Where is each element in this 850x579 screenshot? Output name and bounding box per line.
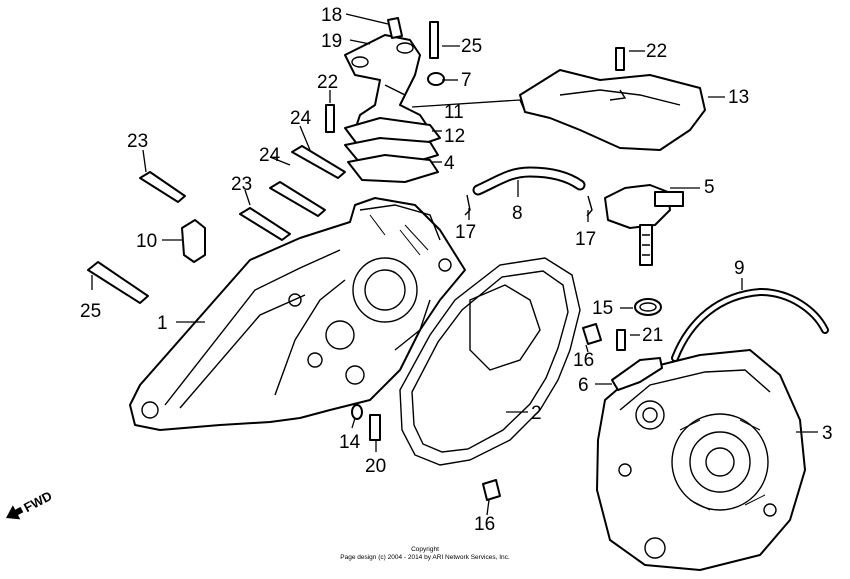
part-label-23: 23 xyxy=(231,174,252,195)
copyright-line2: Page design (c) 2004 - 2014 by ARI Netwo… xyxy=(340,554,510,561)
part-label-3: 3 xyxy=(822,423,833,444)
part-label-17: 17 xyxy=(575,229,596,250)
part-label-1: 1 xyxy=(157,313,168,334)
copyright-notice: Copyright Page design (c) 2004 - 2014 by… xyxy=(340,546,510,561)
part-label-16: 16 xyxy=(474,514,495,535)
part-label-23: 23 xyxy=(127,131,148,152)
part-label-18: 18 xyxy=(321,5,342,26)
joint-part xyxy=(427,72,445,86)
part-label-15: 15 xyxy=(592,298,613,319)
part-label-17: 17 xyxy=(455,222,476,243)
part-label-5: 5 xyxy=(704,177,715,198)
hose-part xyxy=(472,166,586,196)
part-label-25: 25 xyxy=(80,301,101,322)
clip-17-part xyxy=(586,195,593,217)
bolt-part xyxy=(87,17,626,441)
part-label-22: 22 xyxy=(317,72,338,93)
dowel-part xyxy=(582,323,602,345)
part-label-20: 20 xyxy=(365,456,386,477)
part-label-7: 7 xyxy=(461,70,472,91)
part-label-11: 11 xyxy=(444,102,464,123)
part-label-24: 24 xyxy=(259,145,281,166)
fwd-indicator: FWD xyxy=(6,488,54,520)
part-label-4: 4 xyxy=(444,153,455,174)
part-label-14: 14 xyxy=(339,432,361,453)
part-label-19: 19 xyxy=(321,31,342,52)
part-label-13: 13 xyxy=(728,87,749,108)
part-label-12: 12 xyxy=(444,126,465,147)
crankcase-cover-part xyxy=(129,197,466,431)
part-label-6: 6 xyxy=(578,375,589,396)
part-label-24: 24 xyxy=(290,108,312,129)
o-ring-part xyxy=(634,298,662,316)
fwd-arrow-icon xyxy=(6,505,24,520)
leader-lines xyxy=(91,13,818,516)
clip-17-part xyxy=(464,194,471,216)
valve-part xyxy=(604,184,684,266)
gasket-part xyxy=(399,257,581,466)
part-number-labels: 18 19 25 7 22 22 13 11 24 12 23 24 4 23 … xyxy=(80,5,833,535)
part-label-10: 10 xyxy=(136,231,157,252)
part-label-22: 22 xyxy=(646,41,667,62)
clamp-plate-part xyxy=(611,357,663,391)
part-label-25: 25 xyxy=(461,36,482,57)
gasket-lower-part xyxy=(347,154,439,183)
tube-part xyxy=(671,287,829,362)
clip-part xyxy=(181,219,206,263)
part-label-2: 2 xyxy=(531,403,542,424)
copyright-line1: Copyright xyxy=(411,546,439,553)
right-cover-part xyxy=(596,349,806,571)
heat-shield-part xyxy=(519,69,706,151)
part-label-8: 8 xyxy=(512,203,523,224)
part-label-16: 16 xyxy=(573,350,594,371)
part-label-21: 21 xyxy=(642,325,663,346)
dowel-part xyxy=(482,479,501,501)
part-label-9: 9 xyxy=(734,258,745,279)
fwd-label: FWD xyxy=(21,488,54,515)
